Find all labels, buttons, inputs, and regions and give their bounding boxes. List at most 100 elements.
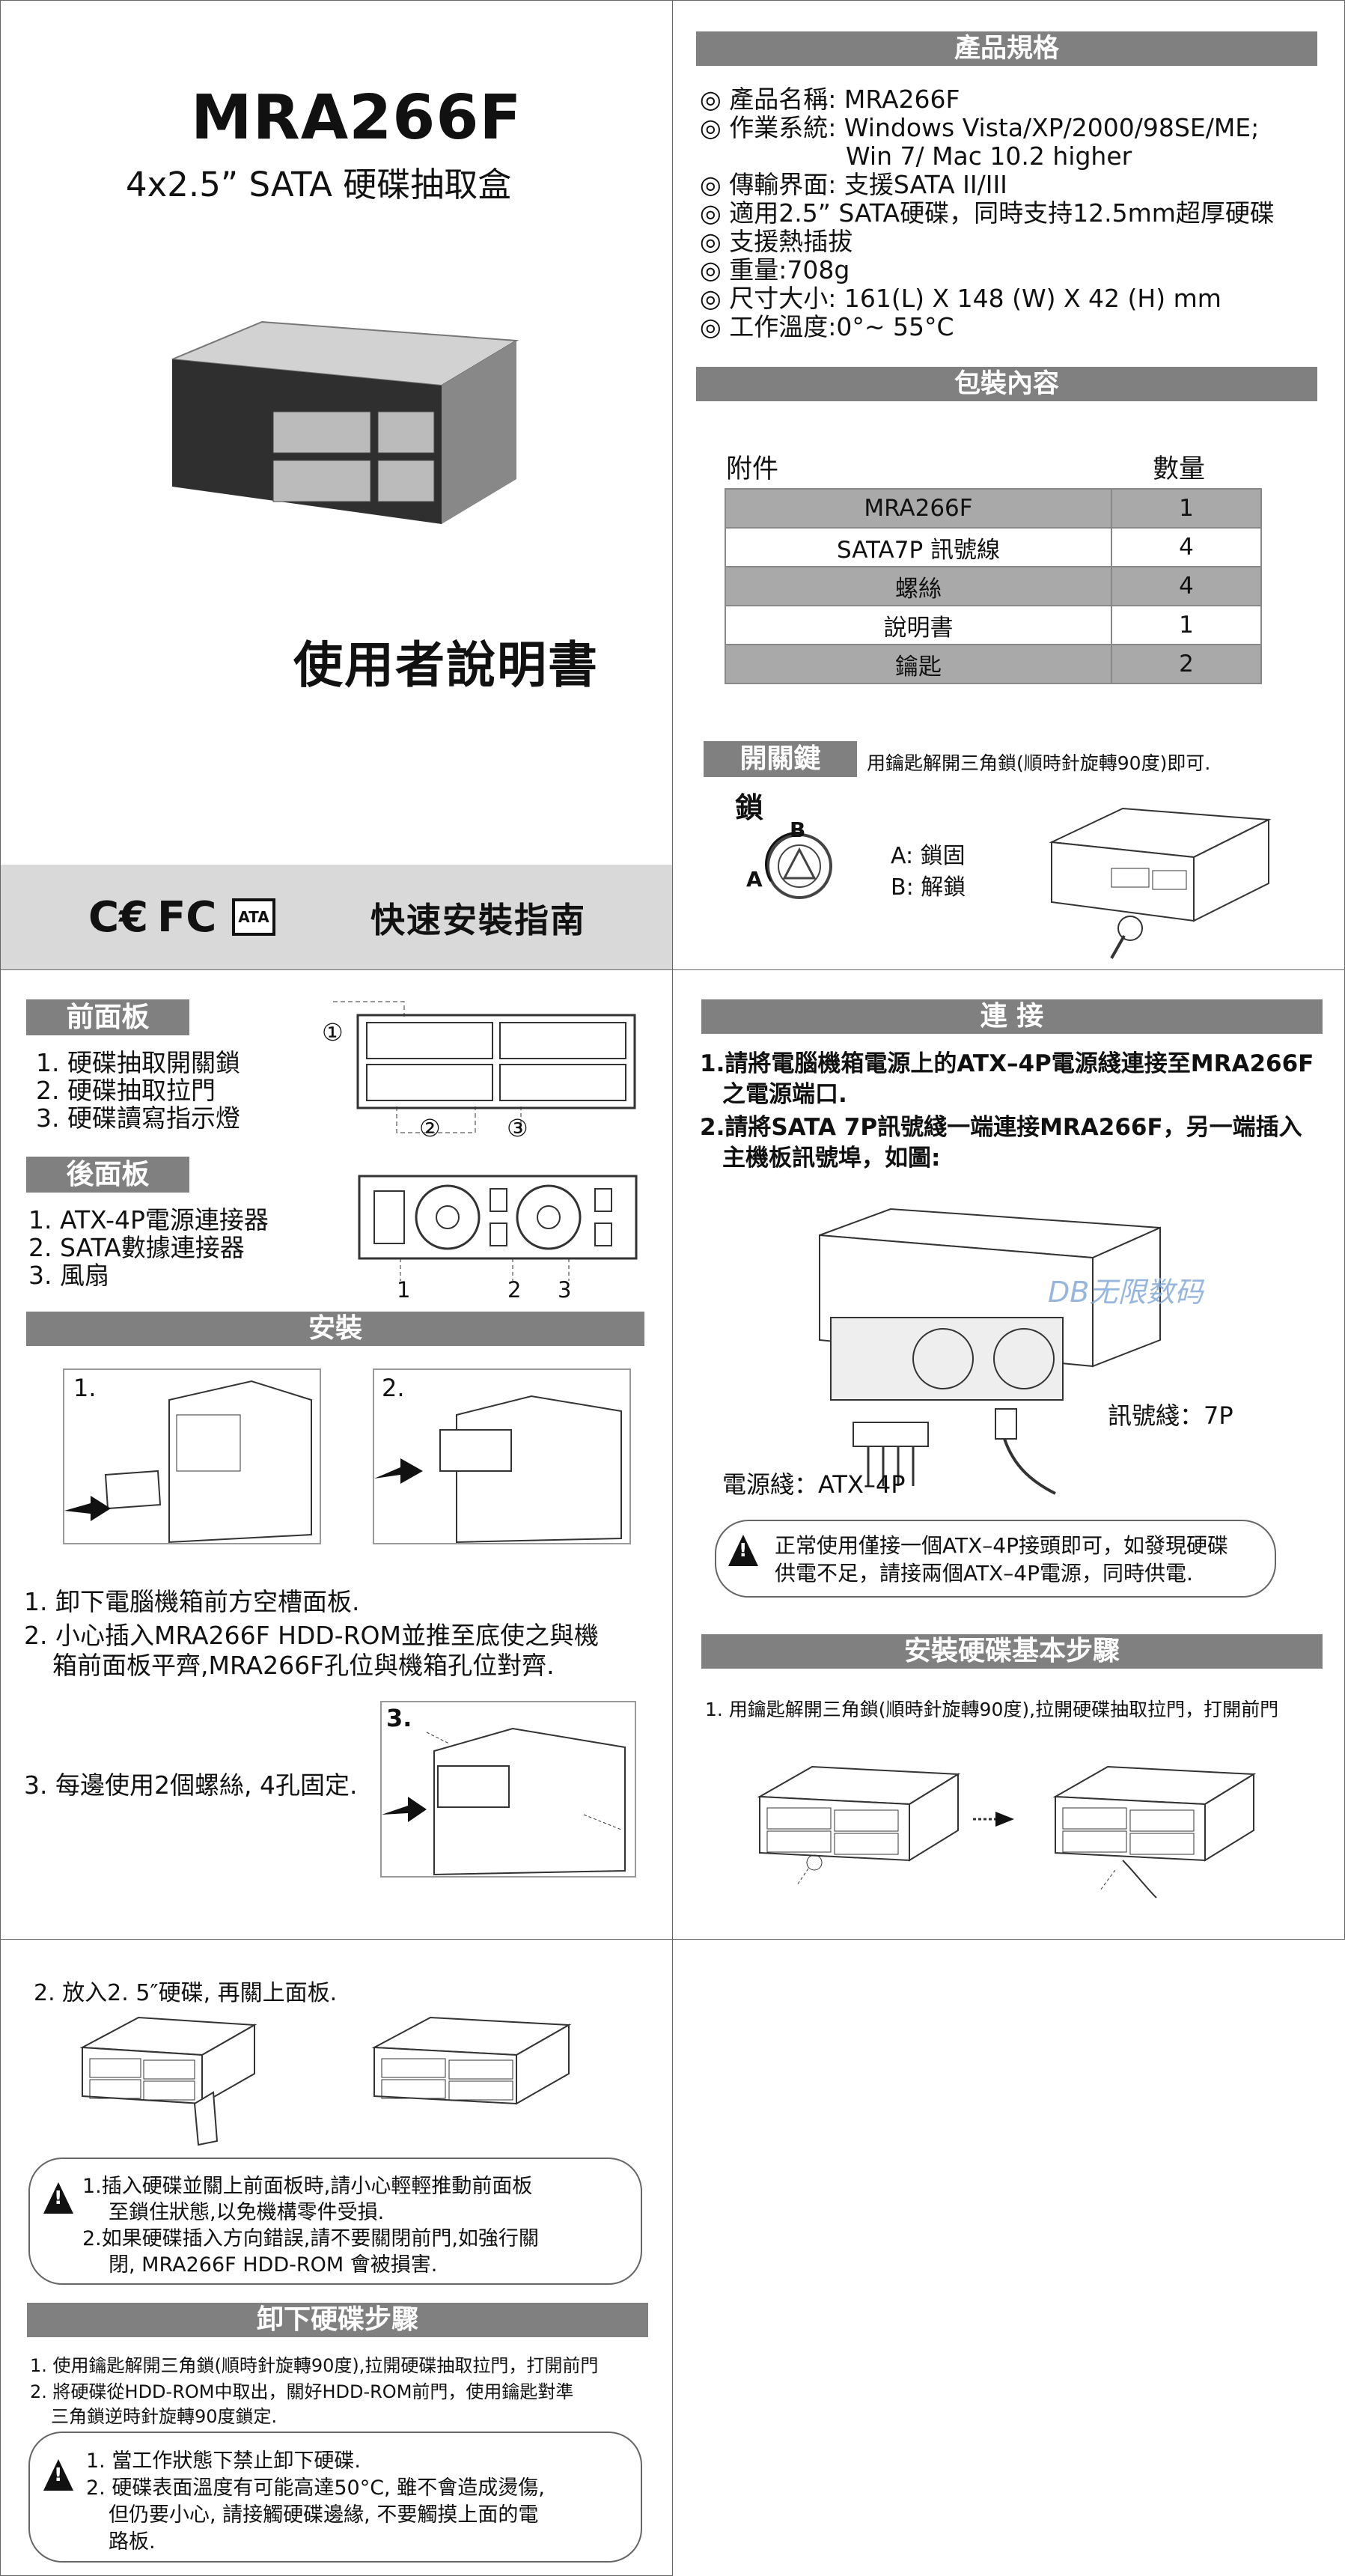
install-step-1-label: 1. xyxy=(73,1374,97,1402)
table-cell: 鑰匙 xyxy=(725,644,1112,684)
table-cell: 2 xyxy=(1111,644,1262,684)
remove-warning-text: 路板. xyxy=(109,2530,156,2554)
open-door-diagram xyxy=(757,1765,1257,1898)
rear-callout-1: 1 xyxy=(397,1277,411,1303)
rear-heading: 後面板 xyxy=(26,1157,189,1193)
table-cell: 說明書 xyxy=(725,605,1112,645)
spec-heading: 產品規格 xyxy=(696,31,1317,66)
install-step-1-image xyxy=(63,1368,321,1544)
lock-label: 鎖 xyxy=(735,791,764,824)
table-cell: 1 xyxy=(1111,488,1262,529)
table-cell: 4 xyxy=(1111,566,1262,606)
front-callout-2: ② xyxy=(419,1114,441,1142)
table-cell: 4 xyxy=(1111,527,1262,567)
package-col-qty: 數量 xyxy=(1153,454,1206,484)
put-title: 2. 放入2. 5″硬碟, 再關上面板. xyxy=(34,1980,338,2006)
lock-device-sketch xyxy=(1049,807,1272,959)
table-cell: SATA7P 訊號線 xyxy=(725,527,1112,567)
put-warning-text: 至鎖住狀態,以免機構零件受損. xyxy=(109,2201,385,2224)
warning-icon xyxy=(728,1535,758,1566)
connect-warning-text: 正常使用僅接一個ATX–4P接頭即可，如發現硬碟 xyxy=(775,1533,1228,1558)
install-step-text: 箱前面板平齊,MRA266F孔位與機箱孔位對齊. xyxy=(52,1651,555,1680)
remove-line: 2. 將硬碟從HDD-ROM中取出，關好HDD-ROM前門，使用鑰匙對準 xyxy=(30,2381,574,2402)
switch-heading: 開關鍵 xyxy=(704,741,857,777)
remove-heading: 卸下硬碟步驟 xyxy=(27,2303,648,2337)
insert-drive-diagram xyxy=(79,2016,572,2146)
connection-diagram xyxy=(819,1208,1161,1495)
front-item: 2. 硬碟抽取拉門 xyxy=(36,1076,216,1105)
lock-a-letter: A xyxy=(746,867,763,892)
remove-warning xyxy=(28,2432,642,2563)
install-step-3-image xyxy=(380,1701,636,1878)
spec-item: ◎ 作業系統: Windows Vista/XP/2000/98SE/ME; xyxy=(700,113,1260,142)
connect-warning-text: 供電不足，請接兩個ATX–4P電源，同時供電. xyxy=(775,1561,1193,1586)
connect-line: 2.請將SATA 7P訊號綫一端連接MRA266F，另一端插入 xyxy=(700,1114,1302,1141)
panel-spec xyxy=(672,0,1345,970)
ce-logo: C€ xyxy=(88,893,149,942)
spec-item: ◎ 重量:708g xyxy=(700,255,850,284)
cover-title: MRA266F xyxy=(191,82,522,153)
remove-warning-text: 2. 硬碟表面溫度有可能高達50°C, 雖不會造成燙傷, xyxy=(86,2476,545,2500)
install-step-3-label: 3. xyxy=(386,1704,412,1732)
switch-desc: 用鑰匙解開三角鎖(順時針旋轉90度)即可. xyxy=(867,752,1211,774)
rear-item: 3. 風扇 xyxy=(28,1261,109,1290)
install-step-2-label: 2. xyxy=(382,1374,405,1402)
put-warning-text: 2.如果硬碟插入方向錯誤,請不要關閉前門,如強行關 xyxy=(82,2227,539,2250)
triangle-lock-icon xyxy=(765,832,832,899)
front-callout-1: ① xyxy=(322,1018,344,1047)
remove-line: 1. 使用鑰匙解開三角鎖(順時針旋轉90度),拉開硬碟抽取拉門，打開前門 xyxy=(30,2355,599,2376)
connect-line: 1.請將電腦機箱電源上的ATX–4P電源綫連接至MRA266F xyxy=(700,1050,1314,1077)
cover-footer xyxy=(1,865,672,969)
spec-item: ◎ 工作溫度:0°~ 55°C xyxy=(700,312,954,341)
front-heading: 前面板 xyxy=(26,999,189,1035)
spec-item: ◎ 傳輸界面: 支援SATA II/III xyxy=(700,170,1007,199)
spec-item: ◎ 適用2.5” SATA硬碟，同時支持12.5mm超厚硬碟 xyxy=(700,198,1275,228)
lock-a-text: A: 鎖固 xyxy=(891,843,966,869)
package-heading: 包裝內容 xyxy=(696,367,1317,401)
basic-steps-heading: 安裝硬碟基本步驟 xyxy=(701,1634,1323,1669)
put-warning-text: 1.插入硬碟並關上前面板時,請小心輕輕推動前面板 xyxy=(82,2175,533,2198)
table-cell: MRA266F xyxy=(725,488,1112,529)
lock-b-letter: B xyxy=(790,817,806,842)
remove-line: 三角鎖逆時針旋轉90度鎖定. xyxy=(51,2406,278,2427)
install-step-text: 3. 每邊使用2個螺絲, 4孔固定. xyxy=(24,1770,358,1800)
front-item: 1. 硬碟抽取開關鎖 xyxy=(36,1048,240,1077)
put-warning-text: 閉, MRA266F HDD-ROM 會被損害. xyxy=(109,2253,438,2277)
remove-warning-text: 1. 當工作狀態下禁止卸下硬碟. xyxy=(86,2449,361,2473)
spec-item: Win 7/ Mac 10.2 higher xyxy=(846,141,1132,171)
product-photo xyxy=(171,320,519,524)
package-col-accessory: 附件 xyxy=(726,454,779,484)
cover-subtitle: 4x2.5” SATA 硬碟抽取盒 xyxy=(126,165,512,204)
lock-b-text: B: 解鎖 xyxy=(891,874,966,901)
connect-line: 之電源端口. xyxy=(722,1081,847,1108)
signal-cable-label: 訊號綫：7P xyxy=(1108,1401,1233,1430)
warning-icon xyxy=(43,2182,73,2214)
rear-item: 1. ATX-4P電源連接器 xyxy=(28,1205,269,1234)
rear-callout-3: 3 xyxy=(558,1277,572,1303)
connect-heading: 連 接 xyxy=(701,999,1323,1034)
table-cell: 1 xyxy=(1111,605,1262,645)
install-heading: 安裝 xyxy=(26,1312,644,1346)
ata-logo: ATA xyxy=(232,898,275,936)
install-step-2-image xyxy=(373,1368,631,1544)
rear-callout-2: 2 xyxy=(507,1277,522,1303)
connect-line: 主機板訊號埠，如圖: xyxy=(722,1145,941,1172)
rear-item: 2. SATA數據連接器 xyxy=(28,1233,245,1262)
manual-title: 使用者說明書 xyxy=(293,636,599,694)
install-step-text: 2. 小心插入MRA266F HDD-ROM並推至底使之與機 xyxy=(24,1621,599,1650)
power-cable-label: 電源綫：ATX–4P xyxy=(722,1470,906,1499)
spec-item: ◎ 支援熱插拔 xyxy=(700,227,853,256)
table-cell: 螺絲 xyxy=(725,566,1112,606)
fc-logo: FC xyxy=(157,893,217,942)
connect-warning xyxy=(715,1520,1276,1598)
remove-warning-text: 但仍要小心, 請接觸硬碟邊緣, 不要觸摸上面的電 xyxy=(109,2503,539,2527)
put-warning xyxy=(28,2158,642,2285)
install-step-text: 1. 卸下電腦機箱前方空槽面板. xyxy=(24,1587,360,1616)
quick-guide: 快速安裝指南 xyxy=(370,900,586,940)
